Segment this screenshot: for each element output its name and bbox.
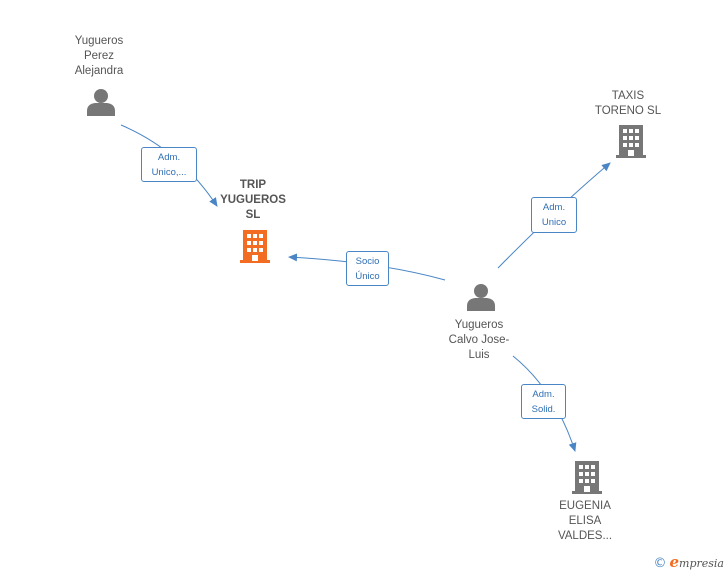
node-label-calvo[interactable]: Yugueros Calvo Jose- Luis: [448, 319, 510, 361]
node-label-eugenia[interactable]: EUGENIA ELISA VALDES...: [557, 500, 613, 542]
node-label-perez[interactable]: Yugueros Perez Alejandra: [74, 35, 124, 77]
edge-label-calvo-taxis: Adm. Unico: [531, 197, 577, 233]
person-icon[interactable]: [467, 284, 495, 311]
building-icon[interactable]: [616, 125, 646, 158]
brand-name: mpresia: [679, 557, 724, 570]
building-icon[interactable]: [240, 230, 270, 263]
edge-label-perez-trip: Adm. Unico,...: [141, 147, 197, 182]
building-icon[interactable]: [572, 461, 602, 494]
copyright-icon: ©: [653, 556, 667, 571]
person-icon[interactable]: [87, 89, 115, 116]
node-label-trip-yugueros[interactable]: TRIP YUGUEROS SL: [220, 179, 286, 221]
node-label-taxis-toreno[interactable]: TAXIS TORENO SL: [594, 90, 662, 117]
edge-label-calvo-trip: Socio Único: [346, 251, 389, 286]
brand-logo: ©empresia: [653, 553, 724, 571]
brand-initial: e: [669, 553, 680, 571]
edge-label-calvo-eugenia: Adm. Solid.: [521, 384, 566, 419]
